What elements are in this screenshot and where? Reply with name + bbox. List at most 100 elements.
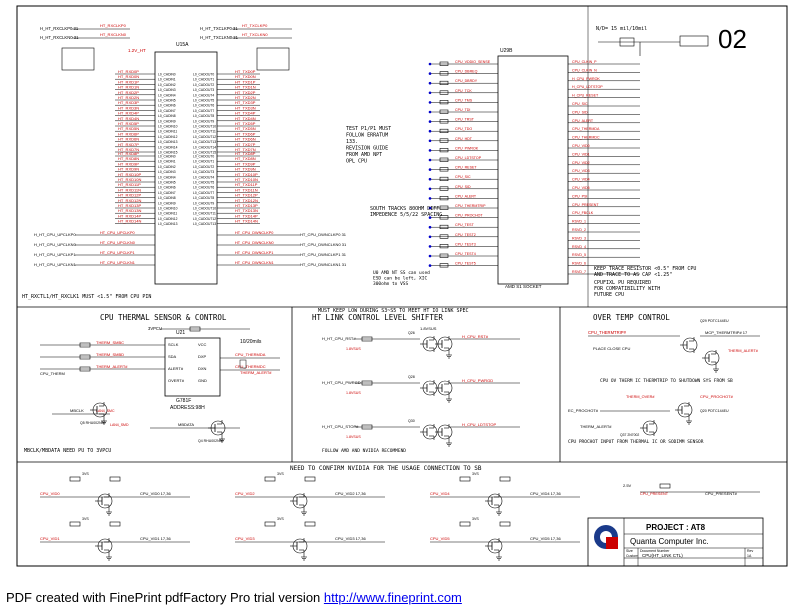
ht-header-net: HT_TXCLKN0 xyxy=(242,32,268,37)
cpu-right-net: CPU_THERMDA xyxy=(572,127,600,131)
cpu-left-net: CPU_TRST xyxy=(455,118,475,122)
ic-pin-name: L0_CADOUT1 xyxy=(193,78,214,82)
resistor xyxy=(499,521,511,527)
ic-pin-name: L0_CADIN2 xyxy=(158,165,176,169)
size-label: Size xyxy=(626,549,633,553)
resistor xyxy=(109,476,121,482)
cpu-left-net: CPU_VDDIO_SENSE xyxy=(455,60,491,64)
ic-pin-name: L0_CADOUT4 xyxy=(193,93,214,97)
ht-tx-net: HT_TXD13P xyxy=(235,203,258,208)
cpu-right-net: RSVD_2 xyxy=(572,228,586,232)
ht-tx-net: HT_TXD13N xyxy=(235,208,258,213)
ht-ctl-net: HT_CPU_DWNCLKP0 xyxy=(235,231,273,235)
cpu-right-net: RSVD_4 xyxy=(572,245,586,249)
ic-pin-name: L0_CADOUT12 xyxy=(193,217,216,221)
resistor xyxy=(264,521,276,527)
resistor xyxy=(109,521,121,527)
thermal-pin: VCC xyxy=(198,342,207,347)
ht-ctl-right: HT_CPU_DWNCLKN0 31 xyxy=(300,242,347,247)
ht-vtt-label: 1.2V_HT xyxy=(128,48,146,53)
vid-input: CPU_VID2 xyxy=(235,491,255,496)
cpu-right-nets: CPU_CLKIN_PCPU_CLKIN_NH_CPU_PWROKH_CPU_L… xyxy=(568,60,640,275)
vid-rail: 3VS xyxy=(82,517,89,521)
cpu-right-net: H_CPU_RESET xyxy=(572,94,599,98)
cpu-right-net: CPU_THERMDC xyxy=(572,136,600,140)
ht-tx-net: HT_TXD3N xyxy=(235,105,256,110)
junction xyxy=(428,158,432,162)
cpu-left-nets: CPU_VDDIO_SENSECPU_DBREQCPU_DBRDYCPU_TCK… xyxy=(428,60,498,268)
mosfet-1 xyxy=(208,420,226,436)
ht-tx-net: HT_TXD10P xyxy=(235,172,258,177)
cpu-right-net: RSVD_1 xyxy=(572,220,586,224)
ht-ctl-net: HT_CPU_UPCLKP0 xyxy=(100,231,135,235)
cpu-left-net: CPU_TDO xyxy=(455,127,472,131)
thermal-rail: 3VPCU xyxy=(148,326,162,331)
ht-tx-net: HT_TXD12P xyxy=(235,193,258,198)
cpu-left-net: CPU_TEST4 xyxy=(455,252,476,256)
cpu-right-net: CPU_VID3 xyxy=(572,169,590,173)
cpu-left-net: CPU_TCK xyxy=(455,89,472,93)
vid-input: CPU_VID3 xyxy=(235,536,255,541)
resistor xyxy=(459,476,471,482)
vid-present: CPU_PRESENT xyxy=(640,492,669,496)
resistor xyxy=(79,354,91,360)
ic-pin-name: L0_CADIN1 xyxy=(158,78,176,82)
junction xyxy=(428,62,432,66)
thermal-chip-name: G781F xyxy=(176,398,191,404)
ic-pin-name: L0_CADIN7 xyxy=(158,191,176,195)
junction xyxy=(428,216,432,219)
prochot-fet-2 xyxy=(640,420,658,436)
ht-rx-net: HT_RXD0P xyxy=(118,69,139,74)
ic-pin-name: L0_CADIN8 xyxy=(158,114,176,118)
cpu-left-net: CPU_ALERT xyxy=(455,194,477,198)
ic-pin-name: L0_CADOUT0 xyxy=(193,73,214,77)
resistor xyxy=(69,521,81,527)
thermal-net: LAN4_SMD xyxy=(110,423,129,427)
ic-pin-name: L0_CADIN13 xyxy=(158,140,178,144)
comp-note: N/D= 15 mil/10mil xyxy=(596,26,647,32)
junction xyxy=(428,120,432,123)
ht-rx-net: HT_RXD12N xyxy=(118,198,141,203)
vid-output: CPU_VID1 17,36 xyxy=(140,536,171,541)
cpu-right-net: CPU_SID xyxy=(572,110,588,114)
shifter-rail: 1.8VSUS xyxy=(346,347,361,351)
cpu-right-net: CPU_VID1 xyxy=(572,152,590,156)
ht-rx-net: HT_RXD6N xyxy=(118,137,139,142)
shifter-rail: 1.8VSUS xyxy=(346,435,361,439)
resistor xyxy=(439,138,449,143)
ht-tx-net: HT_TXD4N xyxy=(235,116,256,121)
thermal-nets: THERM_SMBCTHERM_SMBDTHERM_ALERT#CPU_THER… xyxy=(40,326,280,429)
ht-rx-net: HT_RXD10P xyxy=(118,172,141,177)
ic-pin-name: L0_CADIN0 xyxy=(158,155,176,159)
resistor xyxy=(659,483,671,489)
nvidia-banner: NEED TO CONFIRM NVIDIA FOR THE USAGE CON… xyxy=(290,465,482,472)
vid-output: CPU_VID4 17,36 xyxy=(530,491,561,496)
shifter-part: Q28 xyxy=(408,375,415,379)
size-value: Custom xyxy=(626,554,638,558)
ht-ctl-right: HT_CPU_DWNCLKP0 31 xyxy=(300,232,347,237)
ht-tx-net: HT_TXD1N xyxy=(235,85,256,90)
resistor xyxy=(439,224,449,229)
resistor xyxy=(264,476,276,482)
thermal-net: CPU_THERM xyxy=(40,371,65,376)
ic-pin-name: L0_CADIN5 xyxy=(158,181,176,185)
shifter-fet-b-0 xyxy=(435,336,453,352)
ht-header-left: H_HT_RXCLKP0 31 xyxy=(40,26,79,31)
over-temp-net: CPU_PROCHOT# xyxy=(700,394,734,399)
ic-pin-name: L0_CADOUT8 xyxy=(193,114,214,118)
ht-tx-net: HT_TXD14P xyxy=(235,213,258,218)
ic-pin-name: L0_CADIN0 xyxy=(158,73,176,77)
overtemp-fet-1 xyxy=(680,337,698,353)
resistor xyxy=(361,424,373,430)
ht-rx-net: HT_RXD1N xyxy=(118,85,139,90)
footer-link[interactable]: http://www.fineprint.com xyxy=(323,590,462,605)
ic-pin-name: L0_CADOUT5 xyxy=(193,181,214,185)
thermal-pin: DXN xyxy=(198,366,207,371)
cpu-left-net: CPU_RESET xyxy=(455,166,477,170)
ht-ctl-net: HT_CPU_UPCLKP1 xyxy=(100,251,135,255)
vid-fet-3 xyxy=(290,538,308,554)
ht-rx-net: HT_RXD13P xyxy=(118,203,141,208)
